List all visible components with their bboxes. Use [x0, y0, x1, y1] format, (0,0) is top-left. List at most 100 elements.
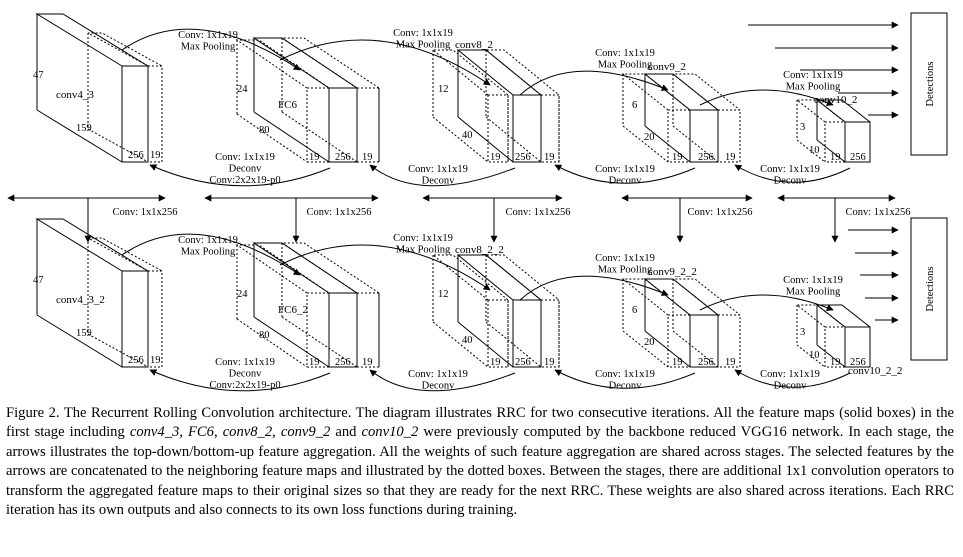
conv9-dotted-left	[621, 73, 691, 163]
conv8-dotted-right	[484, 254, 560, 368]
deconv-arrow	[554, 369, 696, 389]
dim-label: 80	[259, 125, 270, 136]
dim-label: 19	[725, 357, 736, 368]
deconv-arrow	[734, 164, 851, 183]
dim-label: 12	[438, 289, 449, 300]
layer-name-conv4: conv4_3_2	[56, 294, 105, 306]
arrow-label: Conv: 1x1x19	[393, 233, 453, 244]
max-pooling-arrow	[279, 244, 491, 291]
arrow-label: Deconv	[229, 164, 262, 175]
dim-label: 256	[698, 357, 714, 368]
max-pooling-arrow	[121, 233, 301, 276]
arrow-label: Conv: 1x1x19	[393, 28, 453, 39]
arrow-label: Conv: 1x1x19	[215, 357, 275, 368]
dim-label: 19	[830, 357, 841, 368]
dim-label: 40	[462, 335, 473, 346]
dim-label: 256	[515, 152, 531, 163]
arrow-label: Deconv	[774, 176, 807, 187]
layer-name-conv9: conv9_2	[648, 61, 686, 73]
max-pooling-arrow	[279, 39, 491, 86]
arrow-label: Deconv	[609, 176, 642, 187]
conv9-dotted-left	[621, 278, 691, 368]
max-pooling-arrow	[699, 294, 834, 311]
dim-label: 256	[128, 150, 144, 161]
layer-name-conv9: conv9_2_2	[648, 266, 697, 278]
between-stage-label: Conv: 1x1x256	[306, 207, 371, 218]
arrow-label: Max Pooling	[598, 265, 653, 276]
dim-label: 159	[76, 123, 92, 134]
arrow-label: Deconv	[774, 381, 807, 392]
arrow-label: Conv:2x2x19-p0	[209, 380, 280, 391]
dim-label: 3	[800, 122, 805, 133]
max-pooling-arrow	[121, 28, 301, 71]
deconv-arrow	[554, 164, 696, 184]
fc6-dotted-right	[280, 242, 380, 368]
between-stage-label: Conv: 1x1x256	[845, 207, 910, 218]
arrow-label: Deconv	[609, 381, 642, 392]
arrow-label: Conv: 1x1x19	[408, 164, 468, 175]
conv8-dotted-right	[484, 49, 560, 163]
arrow-label: Conv: 1x1x19	[783, 70, 843, 81]
dim-label: 20	[644, 337, 655, 348]
dim-label: 19	[672, 357, 683, 368]
dim-label: 256	[698, 152, 714, 163]
dim-label: 19	[672, 152, 683, 163]
dim-label: 20	[644, 132, 655, 143]
max-pooling-arrow	[519, 275, 669, 301]
arrow-label: Conv: 1x1x19	[595, 164, 655, 175]
dim-label: 256	[128, 355, 144, 366]
caption-text: ,	[272, 424, 281, 441]
arrow-label: Conv: 1x1x19	[408, 369, 468, 380]
arrow-label: Max Pooling	[786, 82, 841, 93]
dim-label: 10	[809, 145, 820, 156]
dim-label: 6	[632, 100, 637, 111]
between-stage-label: Conv: 1x1x256	[505, 207, 570, 218]
dim-label: 3	[800, 327, 805, 338]
caption-math-conv9-2: conv9_2	[280, 424, 331, 441]
dim-label: 47	[33, 70, 44, 81]
dim-label: 256	[850, 152, 866, 163]
dim-label: 12	[438, 84, 449, 95]
arrow-label: Deconv	[229, 369, 262, 380]
layer-name-fc6: FC6	[278, 99, 297, 111]
caption-math-fc6: FC6	[188, 424, 214, 441]
between-stage-label: Conv: 1x1x256	[687, 207, 752, 218]
conv9-feature-map	[643, 73, 719, 163]
arrow-label: Conv: 1x1x19	[595, 253, 655, 264]
caption-math-conv8-2: conv8_2	[222, 424, 273, 441]
conv9-feature-map	[643, 278, 719, 368]
dim-label: 19	[309, 357, 320, 368]
dim-label: 19	[362, 152, 373, 163]
arrow-label: Deconv	[422, 381, 455, 392]
dim-label: 19	[544, 357, 555, 368]
conv8-feature-map	[456, 49, 542, 163]
arrow-label: Conv: 1x1x19	[783, 275, 843, 286]
arrow-label: Conv: 1x1x19	[178, 30, 238, 41]
figure-caption: Figure 2. The Recurrent Rolling Convolut…	[6, 404, 954, 520]
dim-label: 6	[632, 305, 637, 316]
detections-box	[910, 217, 948, 361]
deconv-arrow	[369, 164, 516, 187]
conv8-feature-map	[456, 254, 542, 368]
layer-name-conv8: conv8_2	[455, 39, 493, 51]
fc6-feature-map	[252, 37, 358, 163]
dim-label: 256	[515, 357, 531, 368]
arrow-label: Conv: 1x1x19	[760, 369, 820, 380]
arrow-label: Conv: 1x1x19	[595, 369, 655, 380]
conv8-dotted-left	[431, 49, 509, 163]
dim-label: 80	[259, 330, 270, 341]
layer-name-conv4: conv4_3	[56, 89, 94, 101]
max-pooling-arrow	[519, 70, 669, 96]
arrow-label: Max Pooling	[786, 287, 841, 298]
caption-math-conv4-3: conv4_3	[129, 424, 180, 441]
layer-name-conv10: conv10_2	[814, 94, 857, 106]
layer-name-conv10: conv10_2_2	[848, 365, 902, 377]
dim-label: 256	[335, 357, 351, 368]
dim-label: 19	[490, 152, 501, 163]
dim-label: 40	[462, 130, 473, 141]
conv8-dotted-left	[431, 254, 509, 368]
detections-box	[910, 12, 948, 156]
arrow-label: Max Pooling	[181, 42, 236, 53]
arrow-label: Deconv	[422, 176, 455, 187]
